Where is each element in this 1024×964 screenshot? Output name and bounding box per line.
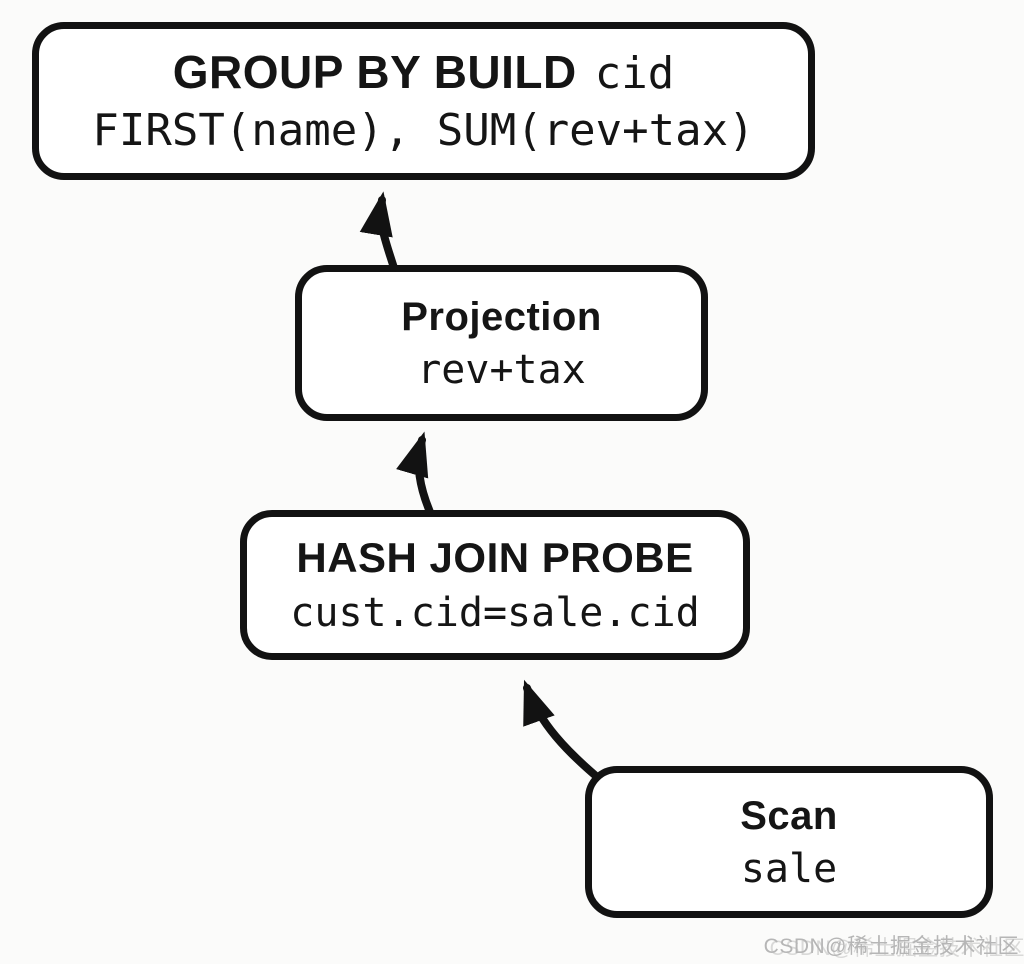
node-group-by-build: GROUP BY BUILD cid FIRST(name), SUM(rev+…: [32, 22, 815, 180]
node-title-row: Projection: [401, 295, 602, 339]
node-detail: FIRST(name), SUM(rev+tax): [92, 105, 755, 156]
node-title: Scan: [740, 793, 838, 838]
node-title-row: GROUP BY BUILD cid: [173, 47, 675, 98]
node-scan: Scan sale: [585, 766, 993, 918]
node-title-row: HASH JOIN PROBE: [296, 535, 693, 581]
node-projection: Projection rev+tax: [295, 265, 708, 421]
node-title-code: cid: [594, 47, 675, 99]
arrow-hashjoin-to-projection: [396, 431, 434, 516]
node-detail: cust.cid=sale.cid: [290, 589, 700, 636]
watermark: CSDN@稀土掘金技术社区: [763, 935, 1019, 958]
arrow-scan-to-hashjoin: [523, 679, 600, 780]
arrow-projection-to-groupby: [359, 191, 398, 272]
node-hash-join-probe: HASH JOIN PROBE cust.cid=sale.cid: [240, 510, 750, 660]
node-detail: sale: [740, 845, 838, 892]
node-title: GROUP BY BUILD: [172, 45, 577, 98]
node-detail: rev+tax: [417, 346, 586, 393]
node-title-row: Scan: [740, 794, 838, 838]
node-title: HASH JOIN PROBE: [296, 534, 694, 582]
node-title: Projection: [401, 294, 602, 339]
